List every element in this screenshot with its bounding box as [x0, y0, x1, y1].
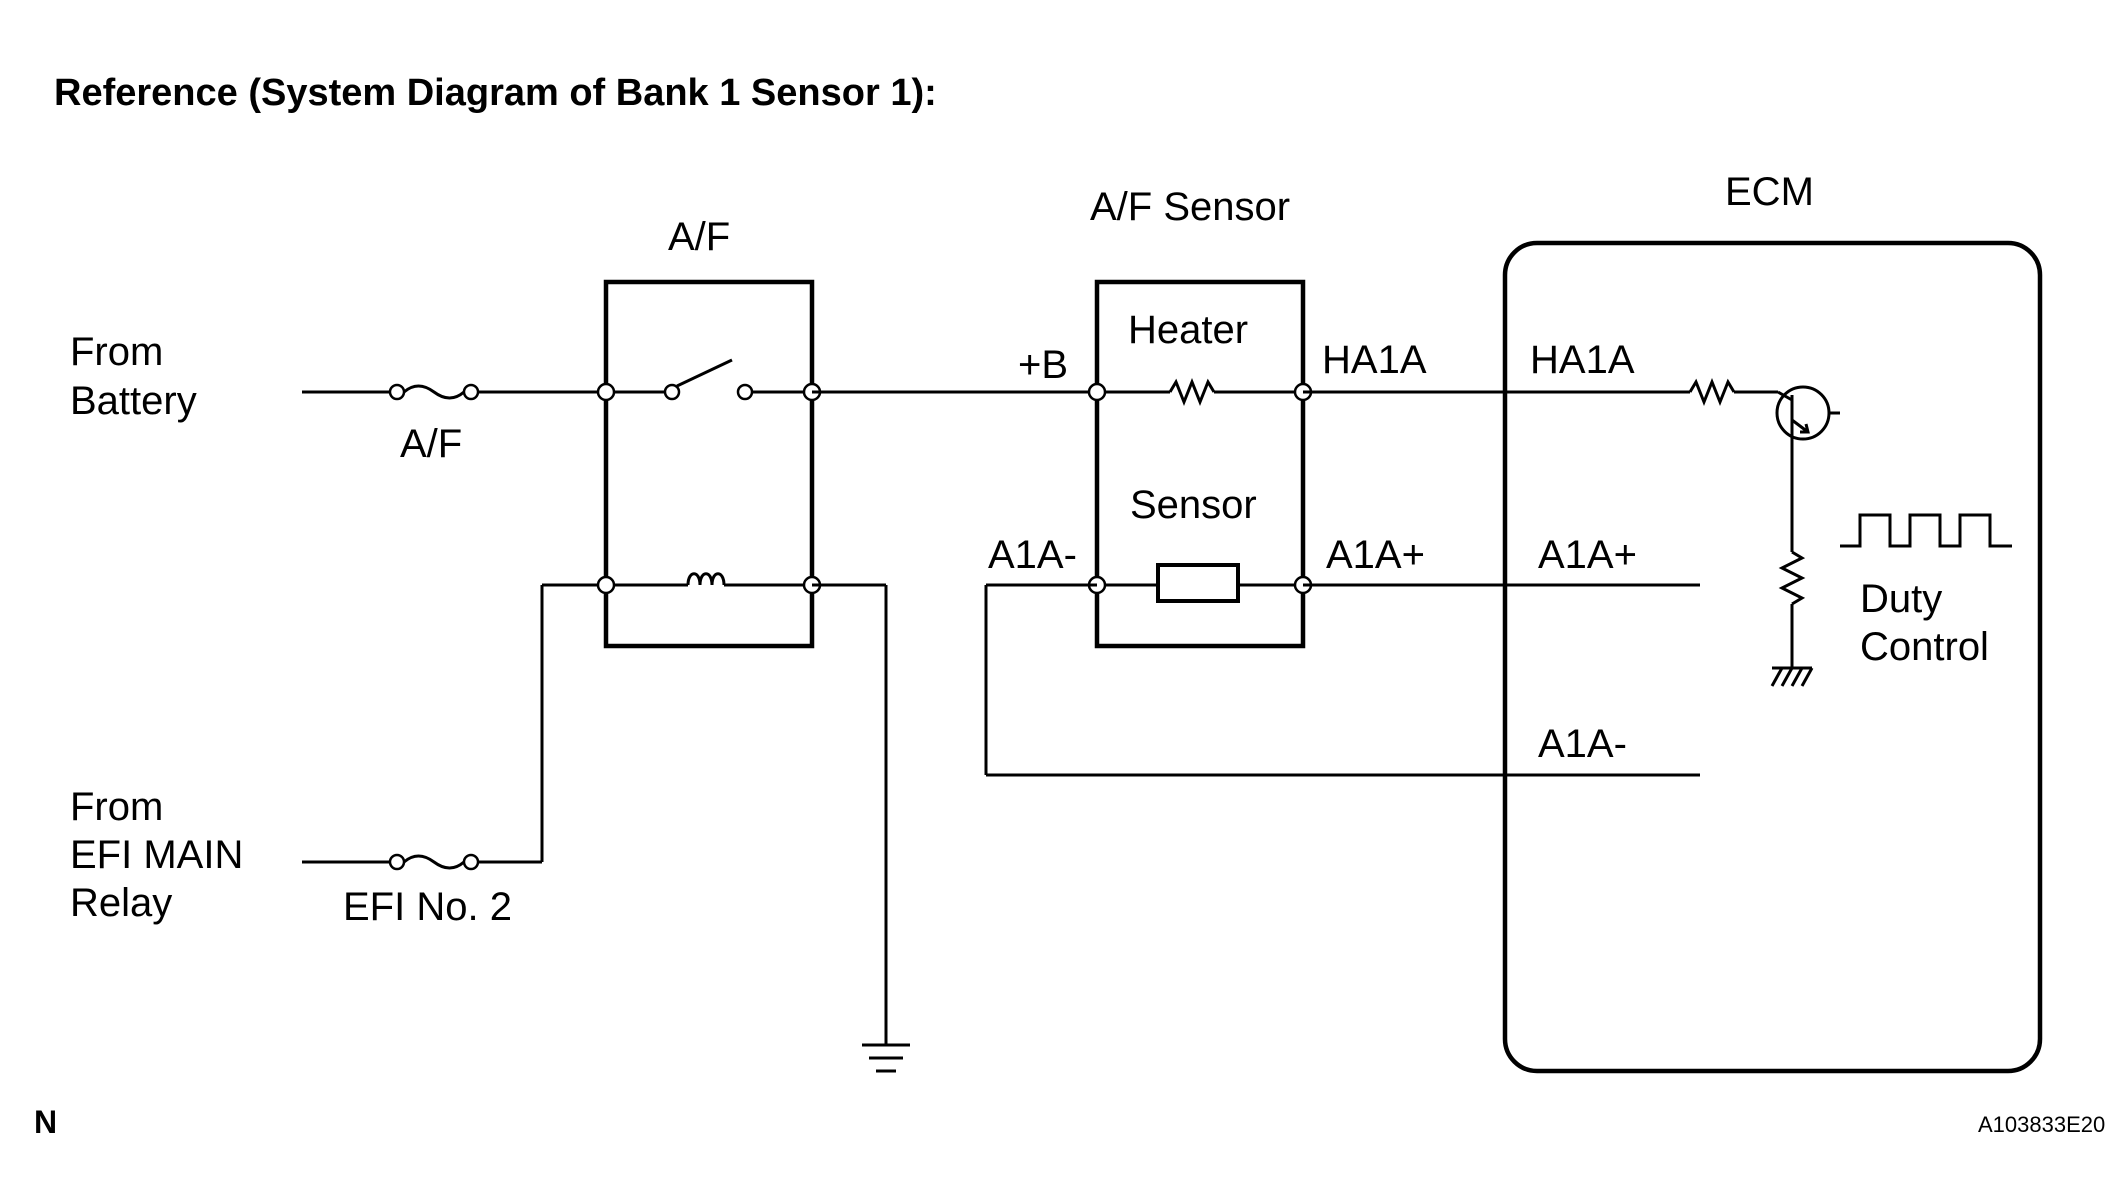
pulldown-resistor [1778, 431, 1806, 668]
footer-tag: N [34, 1104, 57, 1140]
ecm-a1a-plus-label: A1A+ [1538, 533, 1637, 577]
ha1a-wire [1303, 377, 1778, 407]
efi-no2-fuse [388, 853, 480, 871]
svg-text:Relay: Relay [70, 881, 172, 925]
af-relay-box [603, 279, 815, 649]
svg-text:From: From [70, 330, 163, 374]
a1a-minus-wire [984, 583, 1700, 777]
sensor-a1a-minus-label: A1A- [988, 533, 1077, 577]
sensor-ha1a-label: HA1A [1322, 338, 1427, 382]
battery-source-label: From Battery [70, 330, 197, 423]
svg-text:EFI MAIN: EFI MAIN [70, 833, 243, 877]
efi-main-source-label: From EFI MAIN Relay [70, 785, 243, 925]
af-fuse [388, 383, 480, 401]
svg-text:From: From [70, 785, 163, 829]
relay-label: A/F [668, 215, 730, 259]
duty-pulse-waveform [1840, 513, 2012, 548]
figure-code: A103833E20 [1978, 1112, 2105, 1137]
sensor-label: Sensor [1130, 483, 1257, 527]
heater-label: Heater [1128, 308, 1248, 352]
duty-label: Duty [1860, 577, 1942, 621]
efi-wire [302, 583, 606, 864]
heater-resistor [1097, 377, 1303, 407]
relay-coil [606, 572, 812, 587]
relay-switch [606, 358, 812, 401]
ecm-a1a-minus-label: A1A- [1538, 722, 1627, 766]
sensor-a1a-plus-label: A1A+ [1326, 533, 1425, 577]
svg-text:Battery: Battery [70, 379, 197, 423]
af-sensor-box [1094, 279, 1306, 649]
driver-transistor [1775, 385, 1840, 441]
control-label: Control [1860, 625, 1989, 669]
af-fuse-label: A/F [400, 422, 462, 466]
ecm-box [1502, 240, 2043, 1074]
efi-no2-fuse-label: EFI No. 2 [343, 885, 512, 929]
ecm-ha1a-label: HA1A [1530, 338, 1635, 382]
plus-b-label: +B [1018, 343, 1068, 387]
relay-terminals [596, 382, 822, 595]
ecm-title: ECM [1725, 170, 1814, 214]
af-sensor-title: A/F Sensor [1090, 185, 1290, 229]
sensor-element [1097, 563, 1303, 603]
ecm-ground [1770, 666, 1814, 687]
diagram-title: Reference (System Diagram of Bank 1 Sens… [54, 72, 937, 114]
relay-ground [812, 583, 910, 1073]
